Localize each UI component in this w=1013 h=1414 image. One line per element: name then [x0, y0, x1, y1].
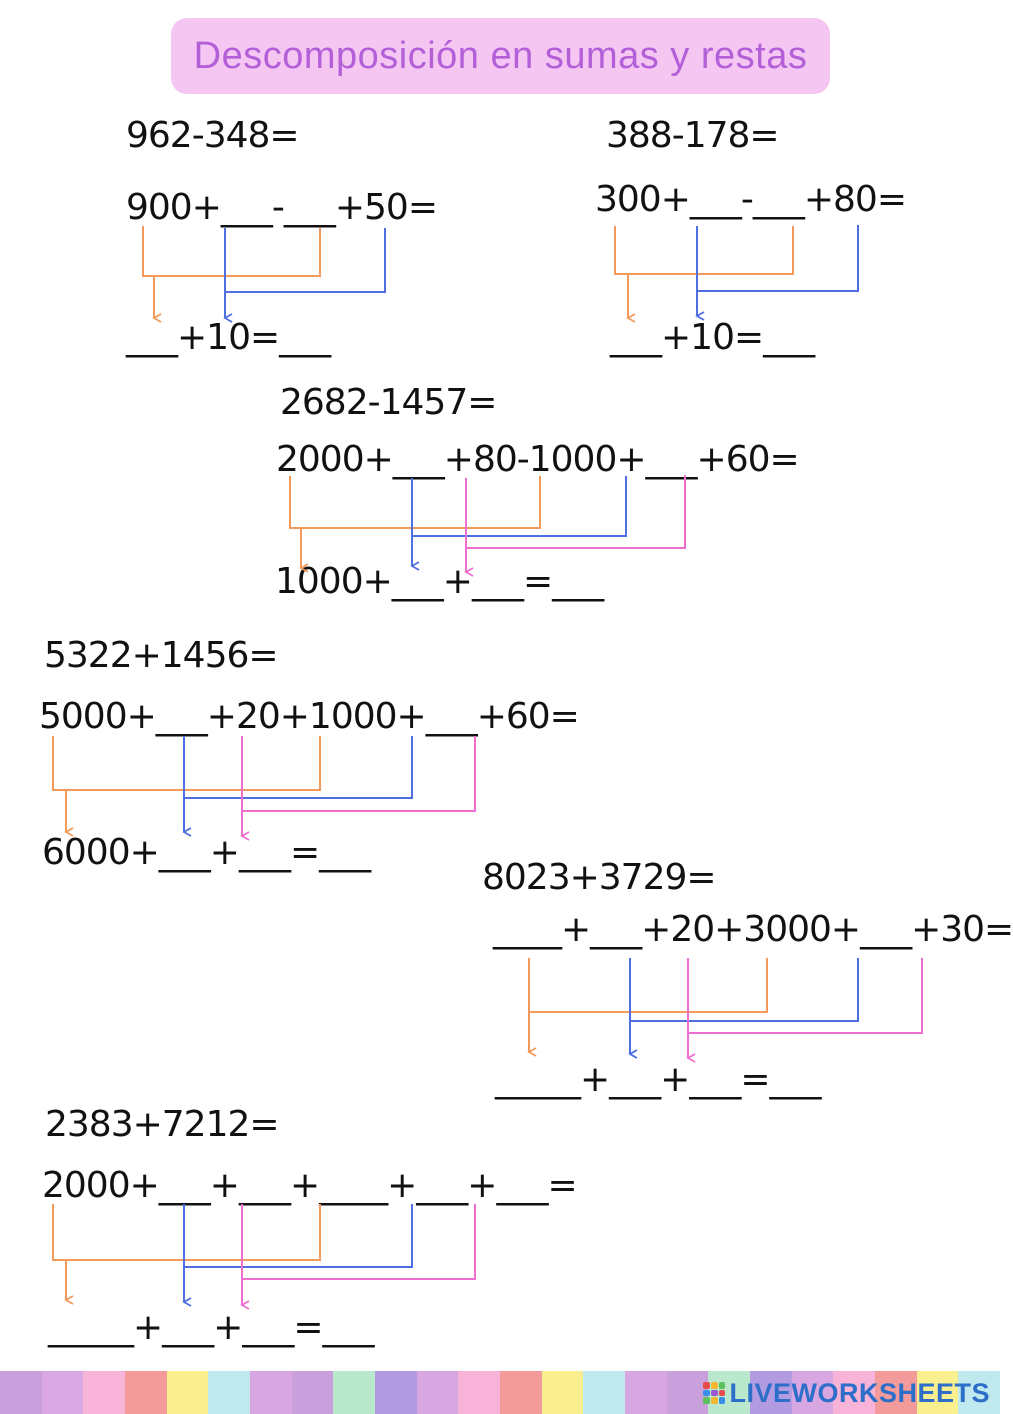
worksheet-title: Descomposición en sumas y restas	[193, 34, 808, 77]
exercise-1-decomposition[interactable]: 900+___-___+50=	[126, 187, 438, 228]
orange-connector	[614, 226, 794, 275]
orange-connector	[52, 1204, 321, 1261]
exercise-3-connectors	[289, 475, 686, 577]
footer-stripe	[625, 1371, 667, 1414]
exercise-4-decomposition[interactable]: 5000+___+20+1000+___+60=	[39, 696, 580, 737]
exercise-6-connectors	[52, 1204, 476, 1310]
footer-stripe	[541, 1371, 584, 1414]
footer-stripe	[291, 1371, 334, 1414]
pink-connector-return	[242, 736, 476, 812]
footer-stripe	[250, 1371, 292, 1414]
orange-connector	[52, 736, 321, 791]
exercise-2-connectors	[614, 225, 859, 323]
exercise-2-problem: 388-178=	[606, 115, 780, 156]
footer-stripe	[833, 1371, 876, 1414]
footer-stripe	[208, 1371, 251, 1414]
footer-stripe	[166, 1371, 209, 1414]
exercise-5-connectors	[527, 958, 923, 1063]
orange-connector	[142, 226, 321, 277]
liveworksheets-logo-icon	[703, 1382, 726, 1404]
blue-connector-return	[225, 228, 386, 293]
pink-connector-return	[242, 1204, 476, 1280]
exercise-1-problem: 962-348=	[126, 115, 300, 156]
exercise-4-result[interactable]: 6000+___+___=___	[42, 832, 371, 873]
exercise-5-decomposition[interactable]: ____+___+20+3000+___+30=	[493, 909, 1013, 950]
exercise-6-decomposition[interactable]: 2000+___+___+____+___+___=	[42, 1165, 578, 1206]
exercise-6-problem: 2383+7212=	[45, 1104, 280, 1145]
footer-stripe	[0, 1371, 42, 1414]
brand-logo[interactable]: LIVEWORKSHEETS	[703, 1377, 990, 1409]
orange-connector-return	[529, 958, 768, 1013]
pink-connector-return	[688, 958, 923, 1034]
footer-stripe	[83, 1371, 126, 1414]
exercise-1-result[interactable]: ___+10=___	[126, 317, 331, 358]
footer-stripe	[333, 1371, 376, 1414]
footer-stripe	[958, 1371, 1001, 1414]
footer-stripe	[875, 1371, 917, 1414]
orange-connector	[289, 476, 541, 529]
footer-stripe	[500, 1371, 542, 1414]
exercise-5-result[interactable]: _____+___+___=___	[495, 1059, 821, 1100]
exercise-3-decomposition[interactable]: 2000+___+80-1000+___+60=	[276, 439, 800, 480]
footer-stripe	[41, 1371, 84, 1414]
exercise-3-result[interactable]: 1000+___+___=___	[275, 561, 604, 602]
exercise-2-result[interactable]: ___+10=___	[610, 317, 815, 358]
exercise-5-problem: 8023+3729=	[482, 857, 717, 898]
footer-stripe	[125, 1371, 167, 1414]
exercise-4-connectors	[52, 736, 476, 841]
footer-stripe	[375, 1371, 417, 1414]
blue-connector-return	[184, 1204, 413, 1268]
exercise-1-connectors	[142, 226, 386, 323]
footer-stripe	[666, 1371, 709, 1414]
blue-connector-return	[697, 225, 859, 292]
footer-stripe	[583, 1371, 626, 1414]
exercise-3-problem: 2682-1457=	[280, 382, 497, 423]
blue-connector-return	[184, 736, 413, 799]
exercise-6-result[interactable]: _____+___+___=___	[48, 1307, 374, 1348]
footer-stripe	[750, 1371, 792, 1414]
pink-connector-return	[466, 475, 686, 549]
footer-stripe	[791, 1371, 834, 1414]
blue-connector-return	[630, 958, 859, 1022]
blue-connector-return	[412, 476, 627, 537]
exercise-4-problem: 5322+1456=	[44, 635, 279, 676]
footer-stripe	[916, 1371, 959, 1414]
brand-name: LIVEWORKSHEETS	[729, 1377, 990, 1408]
footer-stripe	[458, 1371, 501, 1414]
title-banner: Descomposición en sumas y restas	[171, 18, 830, 94]
exercise-2-decomposition[interactable]: 300+___-___+80=	[595, 179, 907, 220]
footer-stripe	[416, 1371, 459, 1414]
footer-stripes	[0, 1371, 1001, 1414]
